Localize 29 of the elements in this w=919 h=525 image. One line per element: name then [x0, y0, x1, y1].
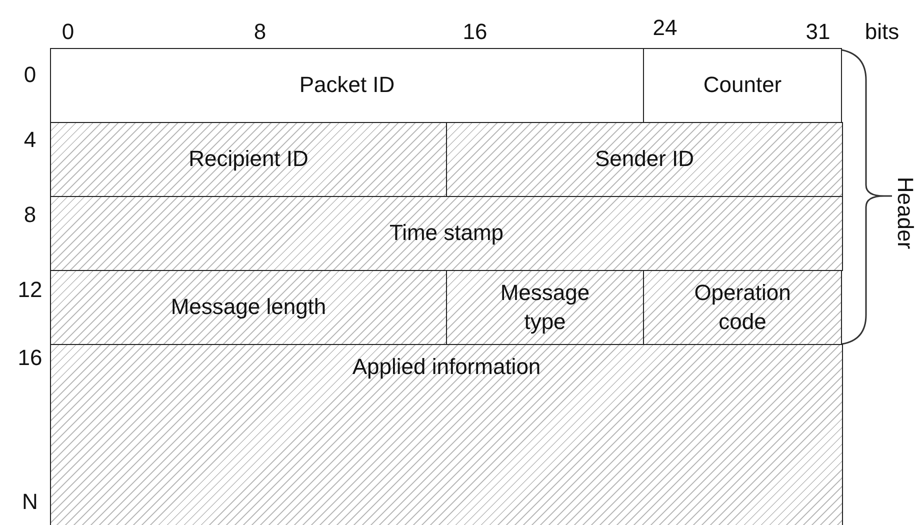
- hatched-field-cell: [50, 196, 843, 271]
- byte-offset-label: N: [22, 489, 38, 515]
- hatched-field-cell: [446, 270, 644, 345]
- hatched-field-cell: [50, 122, 447, 197]
- field-name: Packet ID: [299, 71, 395, 100]
- field-name: Applied information: [352, 353, 541, 381]
- byte-offset-label: 8: [24, 202, 36, 228]
- field-name: Recipient ID: [188, 145, 308, 174]
- bit-offset-label: 0: [62, 19, 74, 45]
- field-name: Time stamp: [389, 219, 504, 248]
- hatched-field-cell: [50, 270, 447, 345]
- field-name: Message type: [499, 278, 591, 336]
- field-name: Sender ID: [594, 145, 694, 174]
- bit-offset-label: 16: [462, 19, 488, 45]
- hatched-field-cell: [446, 122, 843, 197]
- field-name: Counter: [703, 71, 782, 100]
- byte-offset-label: 16: [18, 345, 42, 371]
- byte-offset-label: 0: [24, 62, 36, 88]
- hatched-field-cell: [50, 344, 843, 525]
- bit-offset-label: bits: [864, 19, 900, 45]
- bit-offset-label: 31: [806, 19, 830, 45]
- byte-offset-label: 12: [18, 277, 42, 303]
- hatched-field-cell: [643, 270, 842, 345]
- bit-offset-label: 8: [254, 19, 266, 45]
- bracket-label: Header: [892, 176, 918, 250]
- field-name: Operation code: [693, 278, 792, 336]
- byte-offset-label: 4: [24, 127, 36, 153]
- field-name: Message length: [170, 293, 326, 322]
- bit-offset-label: 24: [652, 15, 678, 41]
